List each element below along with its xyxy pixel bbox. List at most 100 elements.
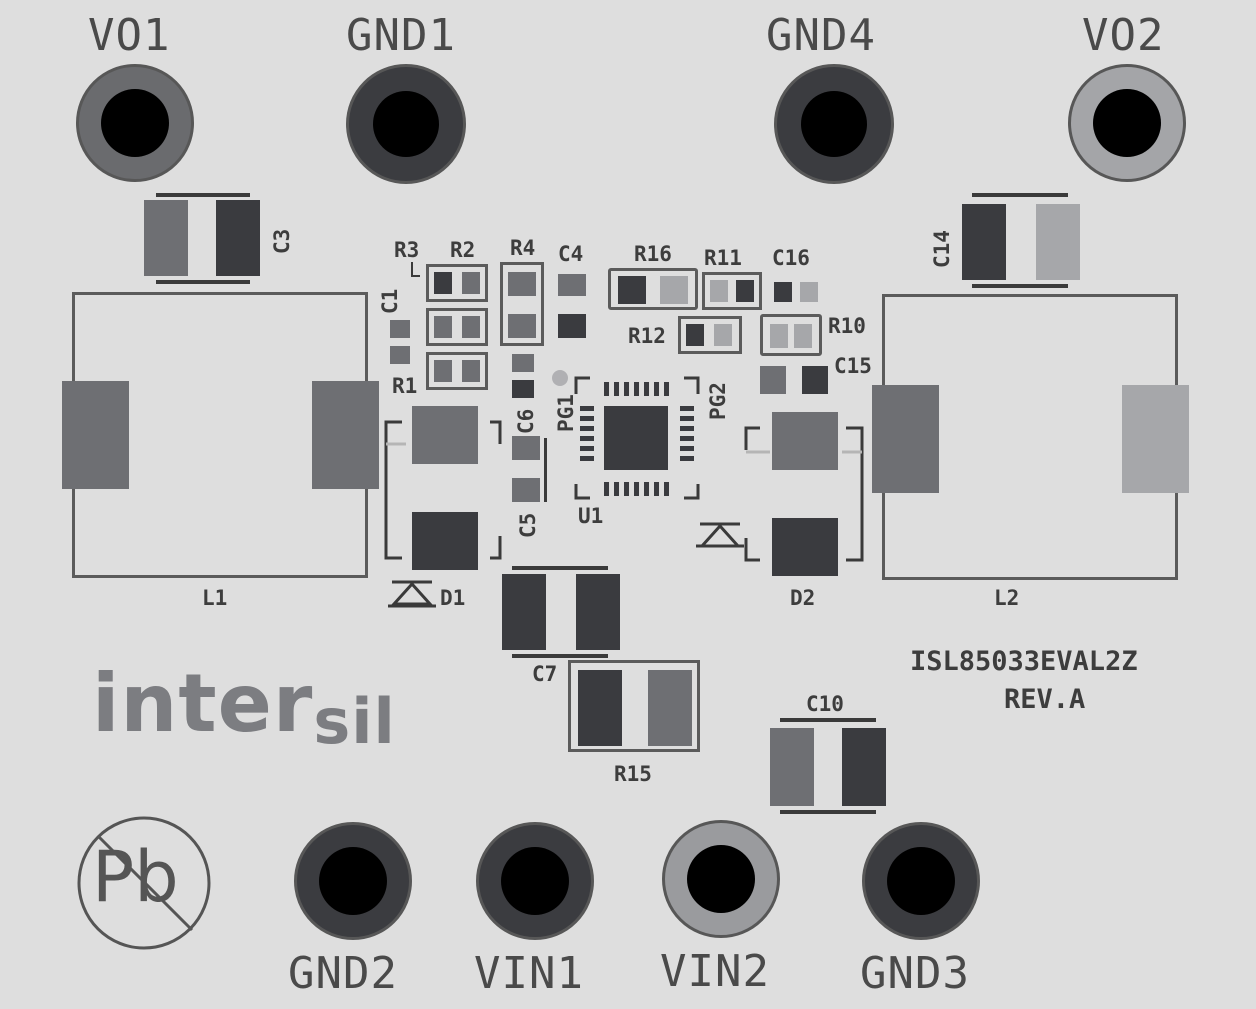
pb-free-mark: Pb — [92, 836, 179, 918]
c3-pad-left — [144, 200, 188, 276]
label-r2: R2 — [450, 238, 476, 262]
r10-outline — [760, 314, 822, 356]
l2-pad-left — [872, 385, 939, 493]
label-r16: R16 — [634, 242, 672, 266]
terminal-gnd2[interactable] — [294, 822, 412, 940]
c6-pad-a — [512, 354, 534, 372]
c7-silk-top — [512, 566, 608, 570]
r16-pad-b — [660, 276, 688, 304]
r4-outline — [500, 262, 544, 346]
l1-pad-right — [312, 381, 379, 489]
terminal-vo1[interactable] — [76, 64, 194, 182]
c5-silk — [544, 438, 547, 502]
c10-pad-left — [770, 728, 814, 806]
r3-pad-a — [434, 316, 452, 338]
r15-pad-right — [648, 670, 692, 746]
c7-silk-bottom — [512, 654, 608, 658]
terminal-vin2[interactable] — [662, 820, 780, 938]
c3-pad-right — [216, 200, 260, 276]
pg1-testpoint[interactable] — [552, 370, 568, 386]
r11-outline — [702, 272, 762, 310]
r2-pad-b — [462, 272, 480, 294]
r16-outline — [608, 268, 698, 310]
c7-pad-right — [576, 574, 620, 650]
intersil-logo: intersil — [92, 664, 396, 753]
label-gnd2: GND2 — [288, 948, 398, 999]
r15-pad-left — [578, 670, 622, 746]
label-c16: C16 — [772, 246, 810, 270]
label-r4: R4 — [510, 236, 536, 260]
label-c15: C15 — [834, 354, 872, 378]
c3-silk-top — [156, 193, 250, 197]
pb-free-circle — [77, 816, 211, 950]
c5-pad-a — [512, 436, 540, 460]
d1-pad-top — [412, 406, 478, 464]
c7-pad-left — [502, 574, 546, 650]
c14-silk-top — [972, 193, 1068, 197]
c10-pad-right — [842, 728, 886, 806]
c3-silk-bottom — [156, 280, 250, 284]
c16-pad-b — [800, 282, 818, 302]
label-r15: R15 — [614, 762, 652, 786]
r11-pad-b — [736, 280, 754, 302]
label-c10: C10 — [806, 692, 844, 716]
r12-pad-a — [686, 324, 704, 346]
label-c4: C4 — [558, 242, 584, 266]
c16-pad-a — [774, 282, 792, 302]
label-gnd4: GND4 — [766, 10, 876, 61]
r3-outline — [426, 308, 488, 346]
label-vo1: VO1 — [88, 10, 171, 61]
c14-pad-left — [962, 204, 1006, 280]
c15-pad-a — [760, 366, 786, 394]
c1-pad-b — [390, 346, 410, 364]
terminal-gnd1[interactable] — [346, 64, 466, 184]
r4-pad-a — [508, 272, 536, 296]
terminal-gnd4[interactable] — [774, 64, 894, 184]
logo-text-sil: sil — [313, 685, 396, 758]
label-vin1: VIN1 — [474, 948, 584, 999]
u1-body — [604, 406, 668, 470]
label-r12: R12 — [628, 324, 666, 348]
r3-pad-b — [462, 316, 480, 338]
label-d1: D1 — [440, 586, 466, 610]
c4-pad-a — [558, 274, 586, 296]
label-pg2: PG2 — [706, 382, 730, 420]
r10-pad-a — [770, 324, 788, 348]
terminal-gnd3[interactable] — [862, 822, 980, 940]
terminal-vo2[interactable] — [1068, 64, 1186, 182]
c10-silk-top — [780, 718, 876, 722]
r1-outline — [426, 352, 488, 390]
label-gnd3: GND3 — [860, 948, 970, 999]
board-revision: REV.A — [1004, 684, 1086, 715]
l1-pad-left — [62, 381, 129, 489]
r12-outline — [678, 316, 742, 354]
r1-pad-b — [462, 360, 480, 382]
c14-pad-right — [1036, 204, 1080, 280]
c15-pad-b — [802, 366, 828, 394]
c1-pad-a — [390, 320, 410, 338]
r2-pad-a — [434, 272, 452, 294]
terminal-vin1[interactable] — [476, 822, 594, 940]
label-c7: C7 — [532, 662, 558, 686]
label-vin2: VIN2 — [660, 946, 770, 997]
r12-pad-b — [714, 324, 732, 346]
r4-pad-b — [508, 314, 536, 338]
label-l1: L1 — [202, 586, 228, 610]
board-name: ISL85033EVAL2Z — [910, 646, 1138, 677]
label-r1: R1 — [392, 374, 418, 398]
label-vo2: VO2 — [1082, 10, 1165, 61]
r1-pad-a — [434, 360, 452, 382]
c10-silk-bottom — [780, 810, 876, 814]
c5-pad-b — [512, 478, 540, 502]
d2-pad-top — [772, 412, 838, 470]
label-r10: R10 — [828, 314, 866, 338]
r2-outline — [426, 264, 488, 302]
logo-text-main: inter — [92, 657, 314, 750]
r11-pad-a — [710, 280, 728, 302]
l2-pad-right — [1122, 385, 1189, 493]
c4-pad-b — [558, 314, 586, 338]
c14-silk-bottom — [972, 284, 1068, 288]
d1-pad-bottom — [412, 512, 478, 570]
